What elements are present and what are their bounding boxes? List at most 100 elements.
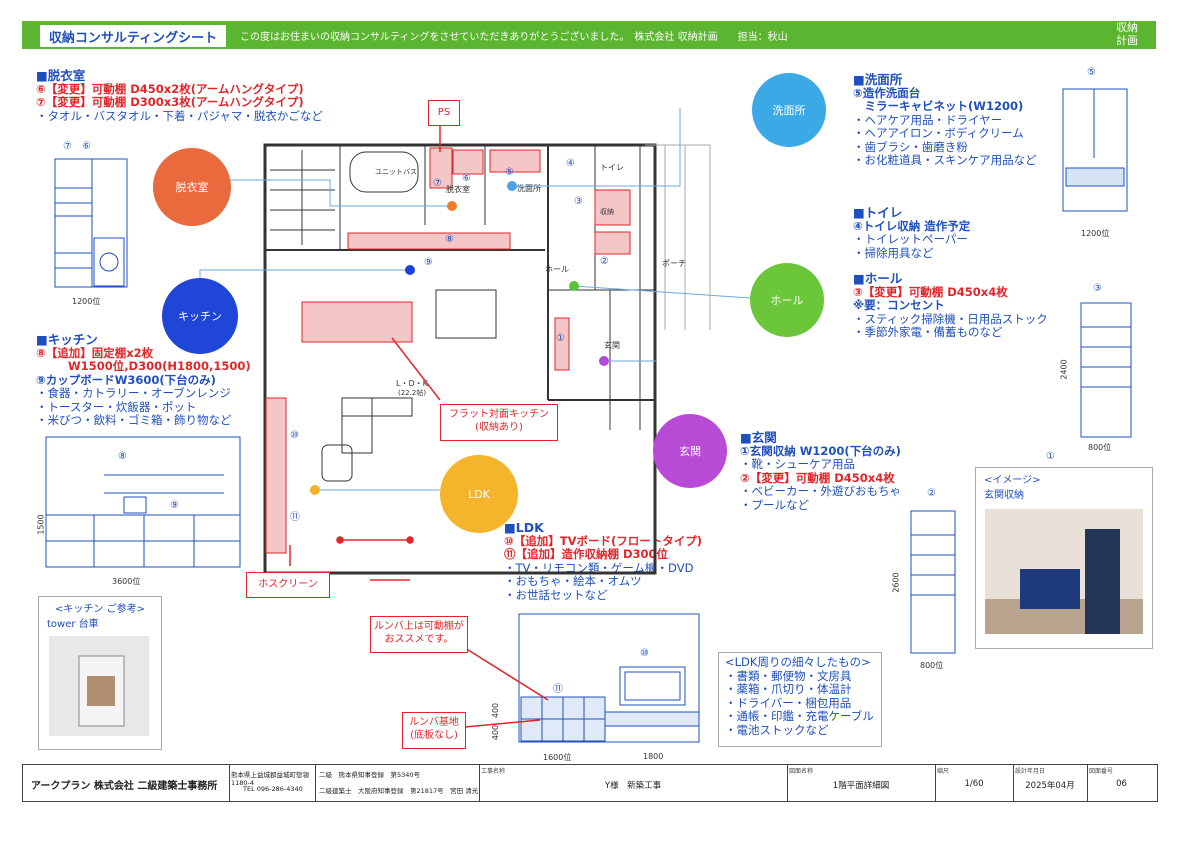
genkan-width: 800位 xyxy=(920,661,944,670)
footer-drawing: 1階平面詳細図 xyxy=(832,781,890,791)
kitchen-section: ■キッチン ⑧【追加】固定棚x2枚 W1500位,D300(H1800,1500… xyxy=(36,333,251,428)
callout-roomba-shelf: ルンバ上は可動棚が おススメです。 xyxy=(370,616,468,653)
footer-drawing-cell: 図面名称 1階平面詳細図 xyxy=(787,765,936,801)
genkan-heading: ■玄関 xyxy=(740,430,777,445)
kitchen-line2: W1500位,D300(H1800,1500) xyxy=(68,359,251,373)
kitchen-item-2: ・米びつ・飲料・ゴミ箱・飾り物など xyxy=(36,413,232,427)
ldk-misc-3: ・通帳・印鑑・充電ケーブル xyxy=(725,709,874,723)
plan-label-storage: 収納 xyxy=(600,208,614,216)
footer-scale-label: 縮尺 xyxy=(937,768,950,775)
hall-heading: ■ホール xyxy=(853,271,903,286)
genkan-item1: ・靴・シューケア用品 xyxy=(740,457,855,471)
plan-label-ldk: L・D・K xyxy=(396,379,428,388)
genkan-item-0: ・ベビーカー・外遊びおもちゃ xyxy=(740,484,901,498)
circle-ldk: LDK xyxy=(440,455,518,533)
footer-date: 2025年04月 xyxy=(1025,781,1075,791)
plan-label-sennmen: 洗面所 xyxy=(517,184,541,193)
plan-label-genkan: 玄関 xyxy=(604,341,620,350)
plan-num-10: ⑩ xyxy=(290,430,299,441)
sennmen-line1: ⑤造作洗面台 xyxy=(853,85,921,100)
sheet-title: 収納コンサルティングシート xyxy=(38,23,228,49)
title-block: アークプラン 株式会社 二級建築士事務所 熊本県上益城郡益城町惣領1180-4 … xyxy=(22,764,1158,802)
ldk-item-2: ・お世話セットなど xyxy=(504,587,608,602)
plan-num-11: ⑪ xyxy=(290,512,300,523)
footer-company-cell: アークプラン 株式会社 二級建築士事務所 xyxy=(23,765,230,801)
footer-no-cell: 図面番号 06 xyxy=(1087,765,1156,801)
datsui-line1: ⑥【変更】可動棚 D450x2枚(アームハングタイプ) xyxy=(36,81,304,96)
datsui-elevation xyxy=(54,158,128,288)
genkan-image-box: <イメージ> 玄関収納 xyxy=(975,467,1153,649)
kitchen-ref-sub: tower 台車 xyxy=(47,619,99,630)
sennmen-item-2: ・歯ブラシ・歯磨き粉 xyxy=(853,139,968,154)
genkan-image-caption2: 玄関収納 xyxy=(984,490,1024,501)
genkan-item-1: ・プールなど xyxy=(740,497,809,512)
plan-num-5: ⑤ xyxy=(505,167,514,178)
footer-date-cell: 設計年月日 2025年04月 xyxy=(1013,765,1088,801)
ldk-dim-1600: 1600位 xyxy=(543,753,572,762)
callout-flat-kitchen: フラット対面キッチン (収納あり) xyxy=(440,404,558,441)
genkan-image-num: ① xyxy=(1046,451,1055,462)
circle-datsui: 脱衣室 xyxy=(153,148,231,226)
plan-num-6: ⑥ xyxy=(462,173,471,184)
datsui-heading: ■脱衣室 xyxy=(36,68,86,83)
ldk-misc-title: <LDK周りの細々したもの> xyxy=(725,655,871,669)
footer-reg2: 二級建築士 大阪府知事登録 第21817号 宮田 清光 xyxy=(319,787,479,795)
genkan-image-caption1: <イメージ> xyxy=(984,475,1041,486)
footer-scale: 1/60 xyxy=(964,779,984,789)
genkan-line1: ①玄関収納 W1200(下台のみ) xyxy=(740,443,901,458)
callout-roomba-base: ルンバ基地 (底板なし) xyxy=(402,712,466,749)
footer-project: Y様 新築工事 xyxy=(604,781,662,791)
footer-drawing-label: 図面名称 xyxy=(789,768,814,775)
sennmen-elev-label: ⑤ xyxy=(1087,67,1096,78)
ldk-elev-10: ⑩ xyxy=(640,648,649,659)
plan-num-8: ⑧ xyxy=(445,234,454,245)
hall-line2: ※要：コンセント xyxy=(853,298,945,312)
plan-label-hall: ホール xyxy=(545,265,569,274)
floor-plan xyxy=(263,143,711,575)
plan-num-4: ④ xyxy=(566,158,575,169)
toilet-item-0: ・トイレットペーパー xyxy=(853,232,968,246)
ldk-elevation xyxy=(518,613,700,743)
kitchen-item-0: ・食器・カトラリー・オーブンレンジ xyxy=(36,386,231,400)
footer-project-label: 工事名称 xyxy=(481,768,506,775)
ldk-elev-11: ⑪ xyxy=(553,684,563,695)
ldk-misc-1: ・薬箱・爪切り・体温計 xyxy=(725,682,852,696)
sennmen-item-3: ・お化粧道具・スキンケア用品など xyxy=(853,153,1037,167)
plan-num-9: ⑨ xyxy=(424,257,433,268)
hall-section: ■ホール ③【変更】可動棚 D450x4枚 ※要：コンセント ・スティック掃除機… xyxy=(853,272,1048,340)
toilet-line1: ④トイレ収納 造作予定 xyxy=(853,218,971,233)
footer-project-cell: 工事名称 Y様 新築工事 xyxy=(479,765,788,801)
plan-num-3: ③ xyxy=(574,196,583,207)
genkan-section: ■玄関 ①玄関収納 W1200(下台のみ) ・靴・シューケア用品 ②【変更】可動… xyxy=(740,431,901,512)
circle-kitchen: キッチン xyxy=(162,278,238,354)
kitchen-item-1: ・トースター・炊飯器・ポット xyxy=(36,399,197,414)
plan-label-datsui: 脱衣室 xyxy=(446,185,470,194)
ldk-dim-1800: 1800 xyxy=(643,752,664,761)
callout-hoscreen: ホスクリーン xyxy=(246,572,330,598)
hall-item-1: ・季節外家電・備蓄ものなど xyxy=(853,325,1003,339)
datsui-section: ■脱衣室 ⑥【変更】可動棚 D450x2枚(アームハングタイプ) ⑦【変更】可動… xyxy=(36,69,323,123)
ldk-item-0: ・TV・リモコン類・ゲーム機・DVD xyxy=(504,560,694,575)
ldk-line2: ⑪【追加】造作収納棚 D300位 xyxy=(504,547,669,561)
footer-reg1: 二級 熊本県知事登録 第5340号 xyxy=(319,771,421,779)
hall-width: 800位 xyxy=(1088,443,1112,452)
footer-reg-cell: 二級 熊本県知事登録 第5340号 二級建築士 大阪府知事登録 第21817号 … xyxy=(315,765,480,801)
genkan-elevation xyxy=(910,510,956,654)
sennmen-item-1: ・ヘアアイロン・ボディクリーム xyxy=(853,126,1024,140)
ldk-section: ■LDK ⑩【追加】TVボード(フロートタイプ) ⑪【追加】造作収納棚 D300… xyxy=(504,521,702,602)
kitchen-elev-9: ⑨ xyxy=(170,500,179,511)
ldk-heading: ■LDK xyxy=(504,520,544,535)
kitchen-reference-box: <キッチン ご参考> tower 台車 xyxy=(38,596,162,750)
genkan-line2: ②【変更】可動棚 D450x4枚 xyxy=(740,470,895,485)
datsui-items: ・タオル・バスタオル・下着・パジャマ・脱衣かごなど xyxy=(36,108,323,123)
sennmen-item-0: ・ヘアケア用品・ドライヤー xyxy=(853,112,1003,127)
kitchen-width: 3600位 xyxy=(112,577,141,586)
kitchen-elev-8: ⑧ xyxy=(118,451,127,462)
header-message: この度はお住まいの収納コンサルティングをさせていただきありがとうございました。 … xyxy=(240,32,788,43)
datsui-width: 1200位 xyxy=(72,297,101,306)
datsui-line2: ⑦【変更】可動棚 D300x3枚(アームハングタイプ) xyxy=(36,95,304,109)
ldk-misc-2: ・ドライバー・梱包用品 xyxy=(725,695,852,710)
circle-sennmen: 洗面所 xyxy=(752,73,826,147)
footer-no: 06 xyxy=(1116,779,1127,789)
